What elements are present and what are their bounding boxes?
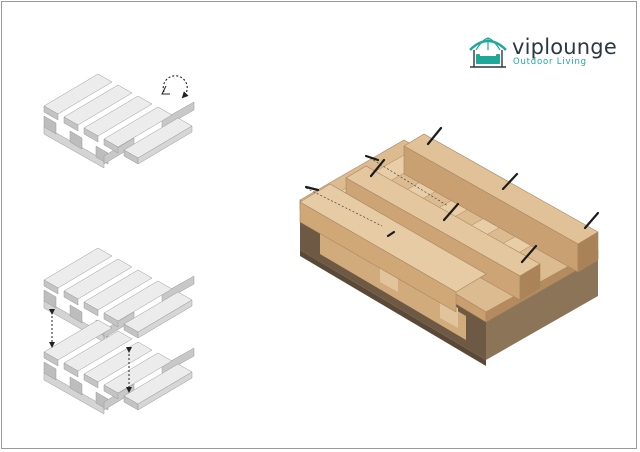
screw-icon (304, 126, 600, 264)
single-pallet-illustration (43, 73, 195, 169)
rotate-arrow-icon (161, 75, 189, 99)
brand-logo: viplounge Outdoor Living (466, 34, 617, 74)
pallet-bench-assembly (299, 133, 599, 366)
gazebo-lounge-icon (469, 37, 507, 68)
brand-tagline: Outdoor Living (513, 57, 587, 67)
brand-name: viplounge (512, 35, 617, 59)
double-arrow-vertical-icon (49, 309, 132, 393)
bottom-stacked-pallet-illustration (43, 319, 195, 415)
top-stacked-pallet-illustration (43, 247, 195, 343)
